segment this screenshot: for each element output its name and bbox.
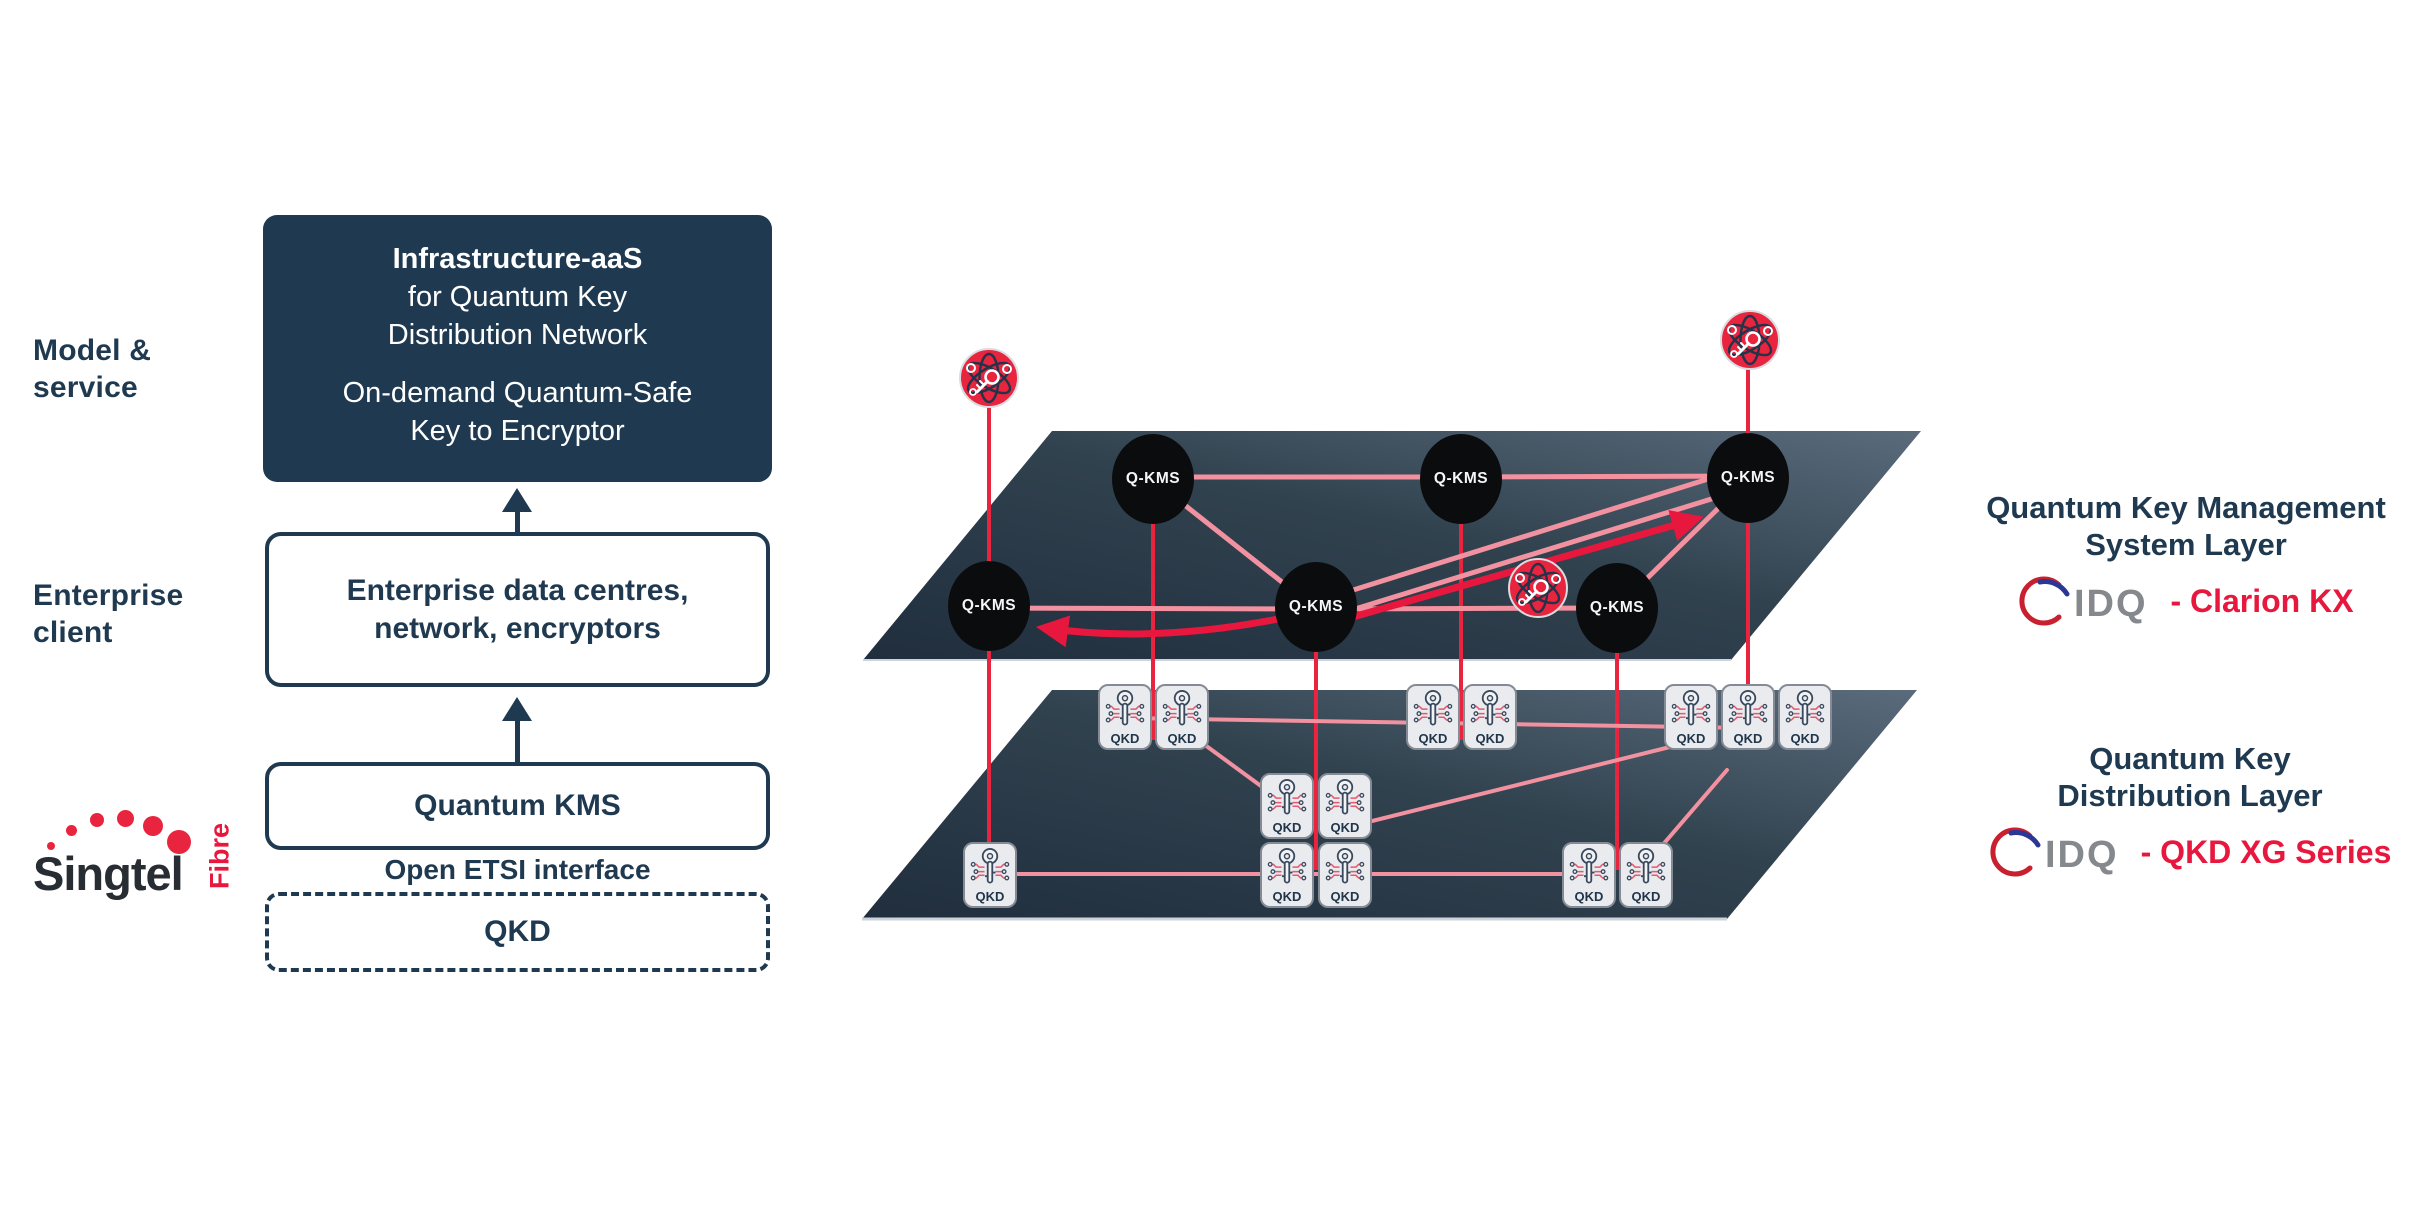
circuit-key-icon xyxy=(1325,779,1365,815)
qkd-layer-caption: Quantum Key Distribution Layer IDQ - QKD… xyxy=(1972,740,2408,878)
circuit-key-icon xyxy=(1162,690,1202,726)
infra-line4: On-demand Quantum-Safe xyxy=(342,377,693,409)
qkd-layer-title-line2: Distribution Layer xyxy=(2057,778,2323,813)
infra-line2: for Quantum Key xyxy=(407,281,628,313)
kms-vendor-product: - Clarion KX xyxy=(2170,582,2354,619)
singtel-dot-icon xyxy=(117,810,134,827)
circuit-key-icon xyxy=(1671,690,1711,726)
infrastructure-aas-box: Infrastructure-aaS for Quantum Key Distr… xyxy=(263,215,772,482)
qkd-device-label: QKD xyxy=(1272,820,1302,835)
qkd-dashed-box-label: QKD xyxy=(484,915,551,948)
enterprise-client-label: Enterprise client xyxy=(33,577,183,651)
model-service-label: Model & service xyxy=(33,332,151,406)
qkd-device: QKD xyxy=(1664,684,1718,750)
circuit-key-icon xyxy=(1413,690,1453,726)
flow-arrow-up-2 xyxy=(502,697,532,763)
qkd-device: QKD xyxy=(963,842,1017,908)
qkd-device: QKD xyxy=(1260,773,1314,839)
qkd-device-label: QKD xyxy=(1676,731,1706,746)
singtel-dot-icon xyxy=(143,816,163,836)
qkd-device: QKD xyxy=(1260,842,1314,908)
qkd-device-label: QKD xyxy=(1574,889,1604,904)
qkd-layer-title-line1: Quantum Key xyxy=(2089,741,2291,776)
circuit-key-icon xyxy=(1569,848,1609,884)
circuit-key-icon xyxy=(1728,690,1768,726)
singtel-dot-icon xyxy=(90,813,104,827)
quantum-kms-box: Quantum KMS xyxy=(265,762,770,850)
qkd-device: QKD xyxy=(1155,684,1209,750)
qkd-device-label: QKD xyxy=(1631,889,1661,904)
enterprise-data-centres-box: Enterprise data centres, network, encryp… xyxy=(265,532,770,687)
flow-arrow-up-1 xyxy=(502,488,532,533)
singtel-dot-icon xyxy=(167,830,191,854)
qkd-device-label: QKD xyxy=(1790,731,1820,746)
idq-logo-icon: IDQ xyxy=(1990,827,2119,877)
circuit-key-icon xyxy=(1267,848,1307,884)
qkd-vendor-product: - QKD XG Series xyxy=(2140,833,2392,870)
kms-layer-caption: Quantum Key Management System Layer IDQ … xyxy=(1956,489,2416,627)
enterprise-client-line1: Enterprise xyxy=(33,579,184,612)
kms-vendor-row: IDQ - Clarion KX xyxy=(1956,575,2416,627)
idq-logo-icon: IDQ xyxy=(2019,576,2148,626)
q-kms-node-bottom-3: Q-KMS xyxy=(1576,563,1658,653)
q-kms-node-top-3: Q-KMS xyxy=(1707,433,1789,523)
idq-logo-text: IDQ xyxy=(2074,583,2148,625)
qkd-device: QKD xyxy=(1318,842,1372,908)
singtel-dot-icon xyxy=(66,825,77,836)
qkd-device: QKD xyxy=(1318,773,1372,839)
qkd-device: QKD xyxy=(1721,684,1775,750)
idq-logo-text: IDQ xyxy=(2045,834,2119,876)
qkd-device: QKD xyxy=(1463,684,1517,750)
q-kms-node-bottom-1: Q-KMS xyxy=(948,561,1030,651)
circuit-key-icon xyxy=(1626,848,1666,884)
qkd-device-label: QKD xyxy=(1330,889,1360,904)
qkd-device-label: QKD xyxy=(1418,731,1448,746)
q-kms-node-top-1: Q-KMS xyxy=(1112,434,1194,524)
qkd-device-label: QKD xyxy=(1475,731,1505,746)
singtel-wordmark: Singtel xyxy=(33,847,184,900)
infra-line5: Key to Encryptor xyxy=(410,415,625,447)
quantum-kms-box-label: Quantum KMS xyxy=(414,789,621,822)
qkd-device-label: QKD xyxy=(1110,731,1140,746)
qkd-device-label: QKD xyxy=(1272,889,1302,904)
circuit-key-icon xyxy=(1105,690,1145,726)
qkd-dashed-box: QKD xyxy=(265,892,770,972)
kms-layer-title-line2: System Layer xyxy=(2085,527,2287,562)
qkd-device: QKD xyxy=(1406,684,1460,750)
enterprise-box-line2: network, encryptors xyxy=(374,611,661,645)
qkd-device: QKD xyxy=(1778,684,1832,750)
qkd-device: QKD xyxy=(1562,842,1616,908)
infra-line3: Distribution Network xyxy=(387,319,648,351)
model-service-line2: service xyxy=(33,371,138,404)
model-service-line1: Model & xyxy=(33,334,152,367)
enterprise-client-line2: client xyxy=(33,616,113,649)
qkd-device-label: QKD xyxy=(975,889,1005,904)
circuit-key-icon xyxy=(1470,690,1510,726)
circuit-key-icon xyxy=(970,848,1010,884)
qkd-vendor-row: IDQ - QKD XG Series xyxy=(1972,826,2408,878)
qkd-device-label: QKD xyxy=(1330,820,1360,835)
singtel-dot-icon xyxy=(47,842,55,850)
qkd-device: QKD xyxy=(1098,684,1152,750)
infra-title: Infrastructure-aaS xyxy=(392,243,643,275)
circuit-key-icon xyxy=(1267,779,1307,815)
open-etsi-interface-label: Open ETSI interface xyxy=(384,854,651,885)
singtel-logo: Singtel xyxy=(33,800,233,910)
qkd-device-label: QKD xyxy=(1733,731,1763,746)
enterprise-box-line1: Enterprise data centres, xyxy=(346,573,689,607)
circuit-key-icon xyxy=(1325,848,1365,884)
circuit-key-icon xyxy=(1785,690,1825,726)
q-kms-node-bottom-2: Q-KMS xyxy=(1275,562,1357,652)
q-kms-node-top-2: Q-KMS xyxy=(1420,434,1502,524)
qkd-device-label: QKD xyxy=(1167,731,1197,746)
kms-layer-title-line1: Quantum Key Management xyxy=(1986,490,2386,525)
qkd-device: QKD xyxy=(1619,842,1673,908)
